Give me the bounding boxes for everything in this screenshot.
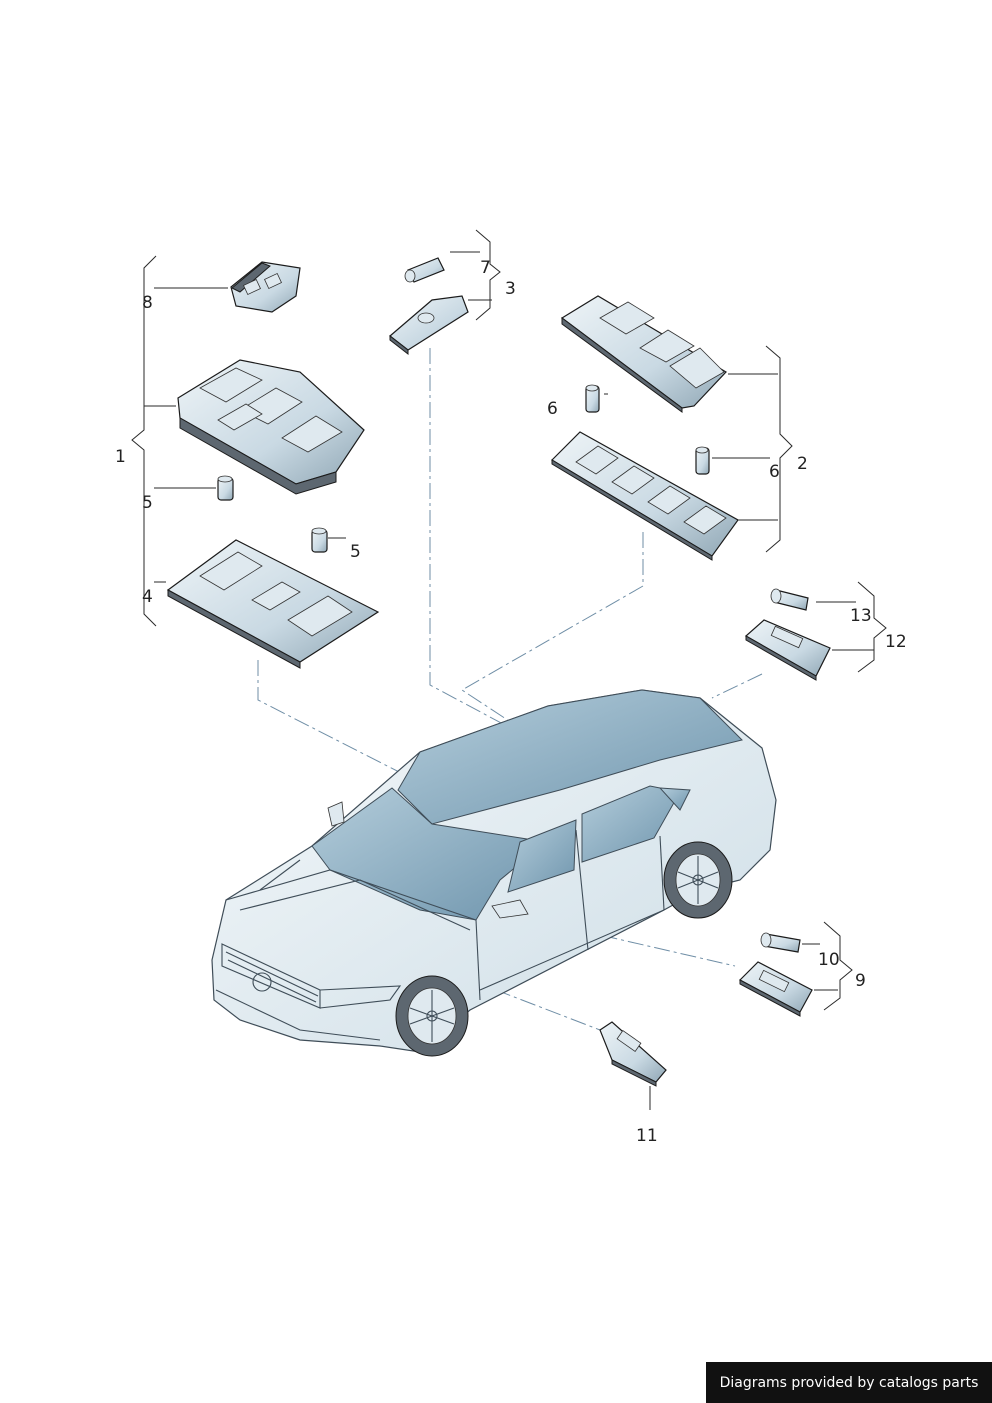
label-11[interactable]: 11 (636, 1126, 658, 1146)
part-9-lamp (739, 961, 813, 1017)
label-7[interactable]: 7 (480, 258, 491, 278)
brace-9 (823, 921, 853, 1011)
part-5-bulb-b (311, 527, 328, 553)
part-2-lamp-frame (551, 431, 739, 561)
part-10-bulb (760, 932, 801, 953)
part-3-reading-lamp (389, 295, 469, 356)
label-6b[interactable]: 6 (769, 462, 780, 482)
label-5b[interactable]: 5 (350, 542, 361, 562)
brace-2 (765, 345, 793, 553)
brace-1 (131, 255, 157, 627)
label-5a[interactable]: 5 (142, 493, 153, 513)
leader-lines (144, 251, 874, 1110)
label-8[interactable]: 8 (142, 293, 153, 313)
part-6-bulb-b (695, 446, 710, 475)
brace-12 (857, 581, 887, 673)
label-4[interactable]: 4 (142, 587, 153, 607)
label-9[interactable]: 9 (855, 971, 866, 991)
label-1[interactable]: 1 (115, 447, 126, 467)
part-8-switch (230, 261, 301, 313)
part-11-footwell-lamp (599, 1021, 667, 1087)
label-2[interactable]: 2 (797, 454, 808, 474)
part-2-lamp-assembly (560, 295, 727, 413)
label-12[interactable]: 12 (885, 632, 907, 652)
part-4-trim-frame (166, 539, 380, 669)
label-10[interactable]: 10 (818, 950, 840, 970)
part-7-bulb (404, 257, 445, 283)
part-1-interior-light-housing (177, 359, 365, 495)
part-13-bulb (770, 588, 809, 611)
car-illustration (211, 689, 777, 1057)
credit-banner: Diagrams provided by catalogs parts (706, 1362, 992, 1403)
part-12-lamp (744, 619, 831, 681)
part-5-bulb-a (217, 475, 234, 501)
label-6a[interactable]: 6 (547, 399, 558, 419)
part-6-bulb-a (585, 384, 600, 413)
label-13[interactable]: 13 (850, 606, 872, 626)
brace-3 (475, 229, 501, 321)
label-3[interactable]: 3 (505, 279, 516, 299)
